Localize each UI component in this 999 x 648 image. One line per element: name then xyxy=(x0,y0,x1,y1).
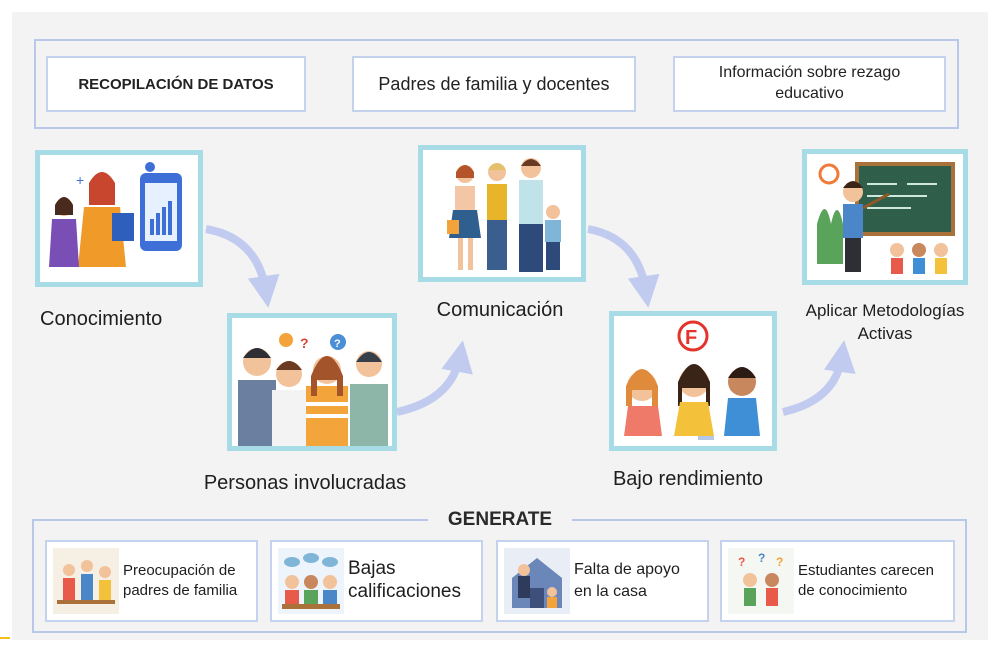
home-support-thumbnail xyxy=(504,548,570,614)
knowledge-illustration: + xyxy=(35,150,203,287)
low-grades-text: Bajas calificaciones xyxy=(348,558,461,602)
parents-teachers-text: Padres de familia y docentes xyxy=(378,73,610,94)
people-image: ? ? xyxy=(238,333,388,446)
communication-illustration xyxy=(418,145,586,282)
active-methodologies-image xyxy=(817,162,955,274)
home-support-text: Falta de apoyo en la casa xyxy=(574,561,680,600)
low-grades-thumbnail xyxy=(278,548,344,614)
people-illustration: ? ? xyxy=(227,313,397,451)
lag-info-text: Información sobre rezago educativo xyxy=(718,64,901,102)
svg-text:?: ? xyxy=(300,335,309,351)
low-performance-illustration: F xyxy=(609,311,777,451)
svg-text:?: ? xyxy=(776,555,783,569)
active-methodologies-illustration xyxy=(802,149,968,285)
data-collection-title: RECOPILACIÓN DE DATOS xyxy=(46,56,306,112)
lag-info-box: Información sobre rezago educativo xyxy=(673,56,946,112)
generate-title: GENERATE xyxy=(428,509,572,531)
knowledge-label: Conocimiento xyxy=(40,308,163,330)
svg-text:?: ? xyxy=(758,551,765,565)
active-methodologies-label: Aplicar Metodologías Activas xyxy=(805,301,965,343)
communication-label: Comunicación xyxy=(436,299,564,321)
lack-knowledge-thumbnail: ? ? ? xyxy=(728,548,794,614)
low-performance-label: Bajo rendimiento xyxy=(612,468,764,490)
svg-text:?: ? xyxy=(738,555,745,569)
grade-f-text: F xyxy=(685,327,697,349)
communication-image xyxy=(447,158,561,272)
parents-teachers-box: Padres de familia y docentes xyxy=(352,56,636,112)
knowledge-image: + xyxy=(49,162,182,267)
corner-accent-line xyxy=(0,637,10,639)
low-performance-image: F xyxy=(624,320,760,440)
svg-text:+: + xyxy=(76,172,84,188)
generate-card-lack-knowledge: ? ? ? Estudiantes carecen de conocimient… xyxy=(720,540,955,622)
data-collection-title-text: RECOPILACIÓN DE DATOS xyxy=(78,75,274,93)
generate-card-parents-concern: Preocupación de padres de familia xyxy=(45,540,258,622)
svg-text:?: ? xyxy=(334,338,341,350)
parents-concern-text: Preocupación de padres de familia xyxy=(123,561,238,599)
parents-concern-thumbnail xyxy=(53,548,119,614)
generate-card-home-support: Falta de apoyo en la casa xyxy=(496,540,709,622)
people-label: Personas involucradas xyxy=(203,472,407,494)
lack-knowledge-text: Estudiantes carecen de conocimiento xyxy=(798,561,934,599)
generate-card-low-grades: Bajas calificaciones xyxy=(270,540,483,622)
